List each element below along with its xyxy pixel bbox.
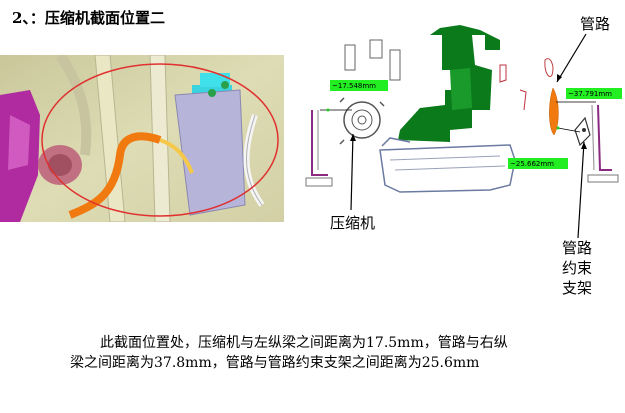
- label-bracket-line2: 约束: [562, 259, 593, 277]
- label-bracket-line1: 管路: [562, 239, 593, 257]
- dimension-pipe-bracket: ~25.662mm: [510, 160, 554, 168]
- dimension-box-pipe-right: [566, 88, 622, 99]
- dimension-box-compressor: [330, 80, 388, 91]
- dimension-pipe-right: ~37.791mm: [568, 90, 612, 98]
- caption-line-2: 梁之间距离为37.8mm，管路与管路约束支架之间距离为25.6mm: [70, 355, 480, 371]
- section-diagram: ~17.548mm ~37.791mm ~25.662mm 管路 压缩机 管路 …: [300, 10, 625, 300]
- dimension-box-pipe-bracket: [508, 158, 568, 169]
- label-bracket-line3: 支架: [562, 279, 593, 297]
- section-drawing: ~17.548mm ~37.791mm ~25.662mm: [305, 25, 622, 239]
- label-compressor: 压缩机: [330, 214, 376, 232]
- caption-line-1: 此截面位置处，压缩机与左纵梁之间距离为17.5mm，管路与右纵: [100, 335, 508, 351]
- label-pipe: 管路: [580, 15, 611, 33]
- cad-render-drawing: [0, 55, 284, 222]
- dimension-compressor-left: ~17.548mm: [332, 82, 376, 90]
- cad-render-image: [0, 55, 284, 222]
- caption: 此截面位置处，压缩机与左纵梁之间距离为17.5mm，管路与右纵 梁之间距离为37…: [10, 333, 610, 373]
- page-title: 2、：压缩机截面位置二: [12, 9, 165, 27]
